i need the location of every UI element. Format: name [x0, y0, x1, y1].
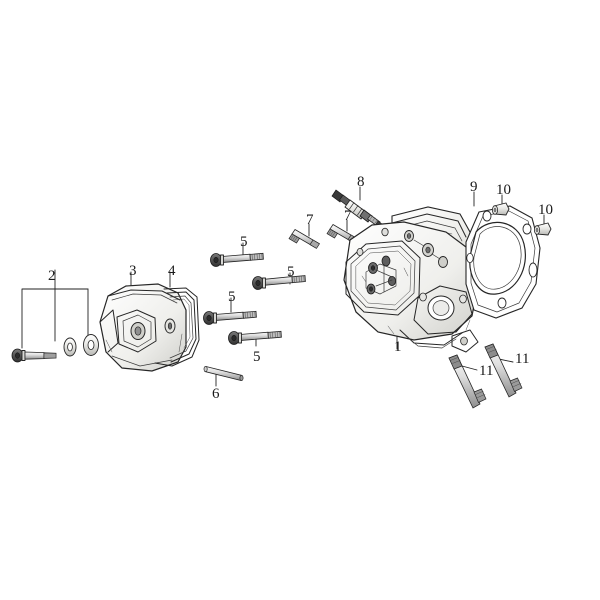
part-1-cylinder-head-assembly — [343, 206, 479, 353]
callout-label-8: 8 — [357, 174, 365, 190]
part-6-dowel-pin — [203, 365, 244, 387]
callout-label-9: 9 — [470, 179, 478, 195]
callout-label-4: 4 — [168, 263, 176, 279]
part-11-stud-bolt-b — [484, 343, 523, 398]
callout-label-2: 2 — [48, 268, 56, 284]
callout-label-5-a: 5 — [240, 234, 248, 250]
part-2-bolt-washer-group — [11, 269, 99, 363]
callout-label-11-a: 11 — [479, 363, 494, 379]
callout-label-7-b: 7 — [344, 208, 352, 224]
part-4-valve-cover-gasket — [154, 271, 200, 367]
callout-label-10-b: 10 — [538, 202, 553, 218]
callout-label-5-c: 5 — [228, 289, 236, 305]
part-7-stud-bolt-a — [288, 223, 320, 249]
part-5-flange-bolt-b — [252, 272, 306, 290]
part-2-washer-b — [83, 334, 99, 356]
callout-label-11-b: 11 — [515, 351, 530, 367]
part-5-flange-bolt-a — [210, 242, 264, 267]
part-5-flange-bolt-c — [203, 297, 257, 325]
part-2-washer-a — [63, 337, 77, 357]
part-5-flange-bolt-d — [228, 330, 282, 347]
callout-label-6: 6 — [212, 386, 220, 402]
part-3-valve-cover — [99, 271, 187, 372]
part-10-knock-pin-a — [491, 194, 510, 216]
part-10-knock-pin-b — [534, 214, 552, 236]
part-9-cylinder-head-gasket — [465, 191, 541, 319]
part-11-stud-bolt-a — [448, 354, 487, 409]
callout-label-10-a: 10 — [496, 182, 511, 198]
callout-label-5-d: 5 — [253, 349, 261, 365]
part-8-spark-plug — [331, 186, 383, 228]
callout-label-3: 3 — [129, 263, 137, 279]
part-2-flange-bolt — [11, 348, 57, 363]
callout-label-1: 1 — [394, 339, 402, 355]
callout-label-7-a: 7 — [306, 212, 314, 228]
callout-label-5-b: 5 — [287, 264, 295, 280]
